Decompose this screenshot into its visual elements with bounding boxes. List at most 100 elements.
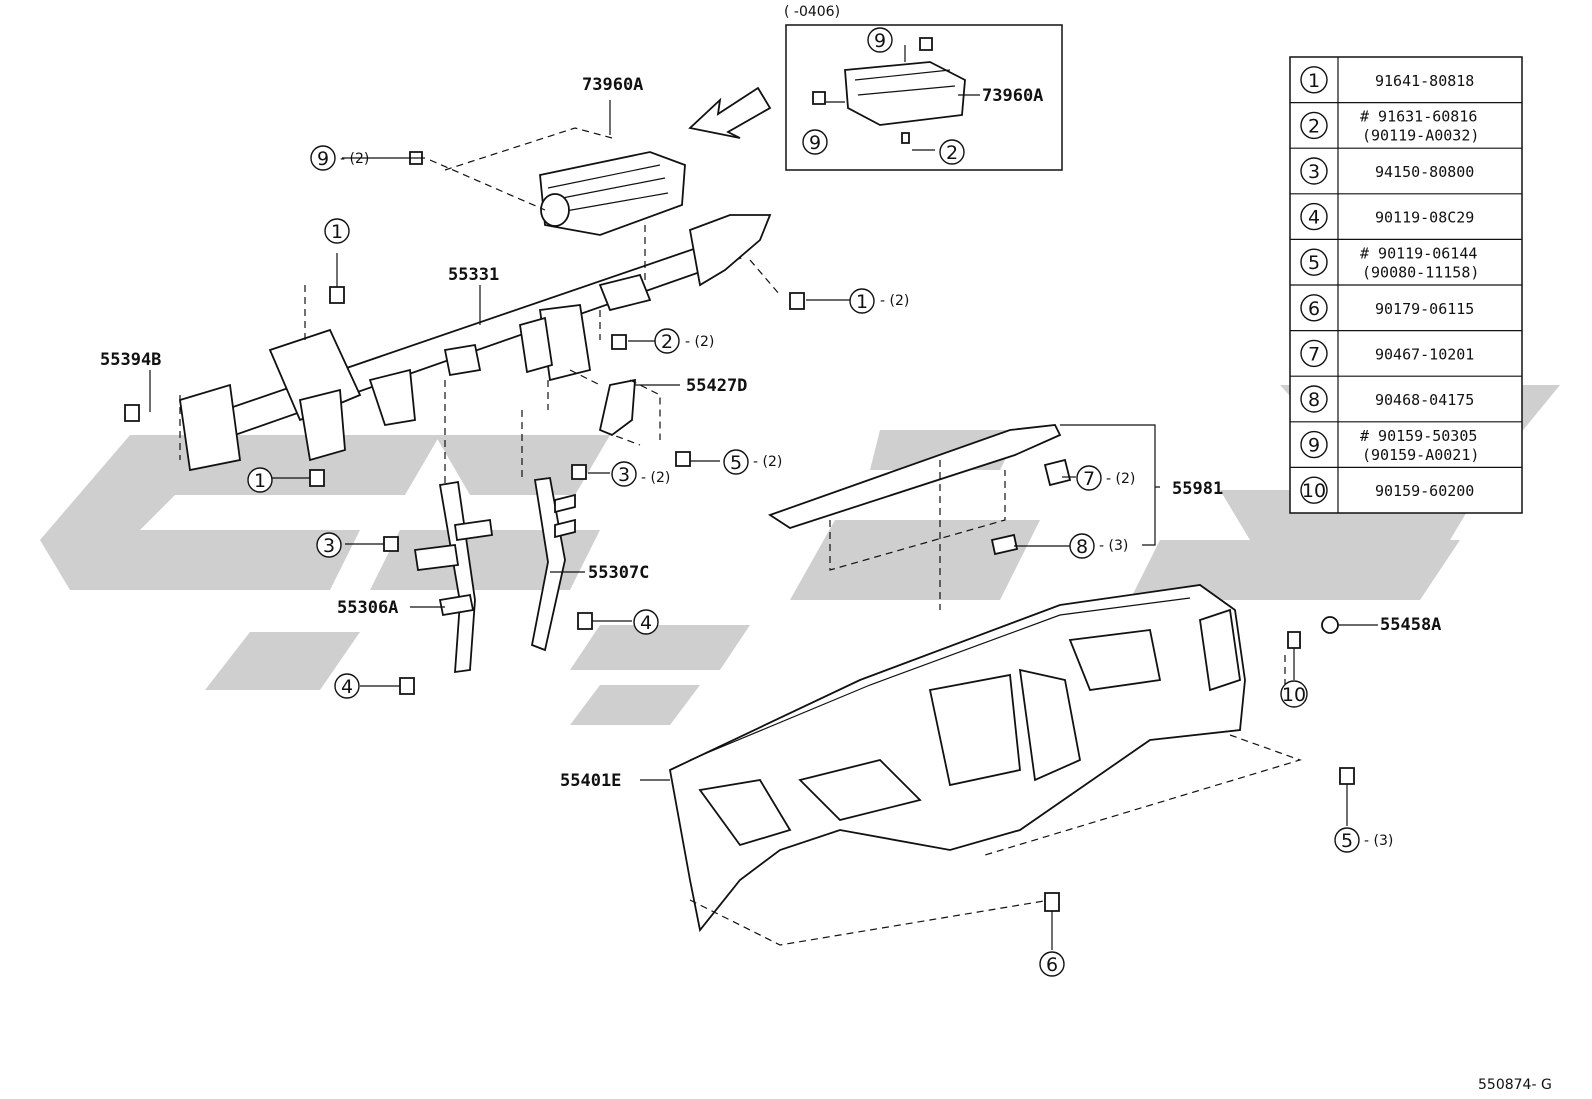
svg-text:- (2): - (2) (1106, 471, 1135, 487)
callout: 9 - (2) (310, 145, 369, 171)
table-row-number: 8 (1308, 389, 1320, 411)
label-55307c: 55307C (588, 563, 649, 583)
table-row-part-number: # 91631-60816 (1360, 108, 1477, 126)
callout: 5 - (3) (1334, 827, 1393, 853)
table-row: 9 # 90159-50305(90159-A0021) (1300, 427, 1479, 464)
table-row: 2 # 91631-60816(90119-A0032) (1300, 108, 1479, 145)
svg-text:8: 8 (1076, 536, 1088, 558)
table-row: 3 94150-80800 (1300, 157, 1474, 185)
reinforcement-beam (178, 214, 781, 490)
label-73960a-inset: 73960A (982, 86, 1043, 106)
brace-55427d (598, 378, 636, 437)
callout: 5 - (2) (723, 449, 782, 475)
label-55981: 55981 (1172, 479, 1223, 499)
table-row-part-number: 90467-10201 (1375, 345, 1474, 363)
brace-55307c (530, 476, 566, 652)
svg-text:2: 2 (946, 142, 958, 164)
table-row-part-number: 90159-60200 (1375, 482, 1474, 500)
table-row: 6 90179-06115 (1300, 294, 1474, 322)
inset-caption: ( -0406) (784, 4, 840, 20)
table-row-number: 4 (1308, 207, 1320, 229)
table-row: 5 # 90119-06144(90080-11158) (1300, 244, 1479, 281)
table-row-part-number: 90179-06115 (1375, 300, 1474, 318)
svg-text:5: 5 (1341, 830, 1353, 852)
svg-text:5: 5 (730, 452, 742, 474)
callout: 4 (334, 673, 360, 699)
table-row-number: 10 (1302, 480, 1326, 502)
table-row-part-number: 91641-80818 (1375, 72, 1474, 90)
svg-text:4: 4 (640, 612, 652, 634)
callout: 10 (1280, 680, 1308, 708)
callout: 2 (939, 139, 965, 165)
svg-text:- (2): - (2) (340, 151, 369, 167)
label-73960a-main: 73960A (582, 75, 643, 95)
callout: 1 (247, 467, 273, 493)
callout: 2 - (2) (654, 328, 714, 354)
callout: 9 (867, 27, 893, 53)
svg-text:4: 4 (341, 676, 353, 698)
callout: 4 (633, 609, 659, 635)
svg-text:7: 7 (1083, 468, 1095, 490)
label-55401e: 55401E (560, 771, 621, 791)
table-row-part-number: # 90159-50305 (1360, 427, 1477, 445)
callout: 8 - (3) (1069, 533, 1128, 559)
svg-text:- (3): - (3) (1364, 833, 1393, 849)
callout: 1 (324, 218, 350, 244)
instrument-panel (668, 584, 1302, 946)
table-row-alt-part-number: (90119-A0032) (1362, 127, 1479, 145)
airbag-assembly (429, 127, 686, 236)
svg-text:1: 1 (254, 470, 266, 492)
table-row-number: 5 (1308, 252, 1320, 274)
label-55458a: 55458A (1380, 615, 1441, 635)
table-row-alt-part-number: (90159-A0021) (1362, 446, 1479, 464)
svg-text:9: 9 (874, 30, 886, 52)
part-labels: 73960A 73960A 55331 55394B 55427D 55307C… (100, 4, 1552, 1093)
svg-text:3: 3 (323, 535, 335, 557)
garnish-55981 (767, 424, 1062, 529)
svg-text:3: 3 (618, 464, 630, 486)
svg-text:9: 9 (809, 132, 821, 154)
svg-text:- (2): - (2) (685, 334, 714, 350)
diagram-code: 550874- G (1478, 1077, 1552, 1093)
label-55394b: 55394B (100, 350, 161, 370)
table-row-part-number: 94150-80800 (1375, 163, 1474, 181)
svg-text:- (2): - (2) (880, 293, 909, 309)
leader-lines (149, 100, 1378, 950)
callout: 3 (316, 532, 342, 558)
callout: 9 (802, 129, 828, 155)
label-55427d: 55427D (686, 376, 747, 396)
svg-text:1: 1 (331, 221, 343, 243)
table-row-part-number: # 90119-06144 (1360, 244, 1477, 262)
callouts: 9 - (2) 1 1 - (2) 2 - (2) 1 5 - (2) 3 - (2) 3… (247, 27, 1393, 977)
callout: 6 (1039, 951, 1065, 977)
fasteners (124, 37, 1355, 912)
direction-arrow (688, 86, 772, 139)
table-row: 4 90119-08C29 (1300, 202, 1474, 231)
svg-text:9: 9 (317, 148, 329, 170)
callout: 3 - (2) (611, 461, 670, 487)
svg-text:6: 6 (1046, 954, 1058, 976)
table-row-number: 9 (1308, 435, 1320, 457)
table-row: 10 90159-60200 (1300, 476, 1474, 504)
callout: 7 - (2) (1076, 465, 1135, 491)
svg-text:- (3): - (3) (1099, 538, 1128, 554)
label-55306a: 55306A (337, 598, 398, 618)
callout: 1 - (2) (849, 288, 909, 314)
table-row-number: 3 (1308, 161, 1320, 183)
svg-text:- (2): - (2) (641, 470, 670, 486)
table-row-part-number: 90468-04175 (1375, 391, 1474, 409)
svg-text:1: 1 (856, 291, 868, 313)
svg-text:- (2): - (2) (753, 454, 782, 470)
label-55331: 55331 (448, 265, 499, 285)
table-row-number: 2 (1308, 115, 1320, 137)
table-row-alt-part-number: (90080-11158) (1362, 263, 1479, 281)
inset-panel (785, 24, 1063, 171)
svg-text:10: 10 (1282, 684, 1306, 706)
svg-text:2: 2 (661, 331, 673, 353)
table-row-part-number: 90119-08C29 (1375, 209, 1474, 227)
table-row-number: 6 (1308, 298, 1320, 320)
